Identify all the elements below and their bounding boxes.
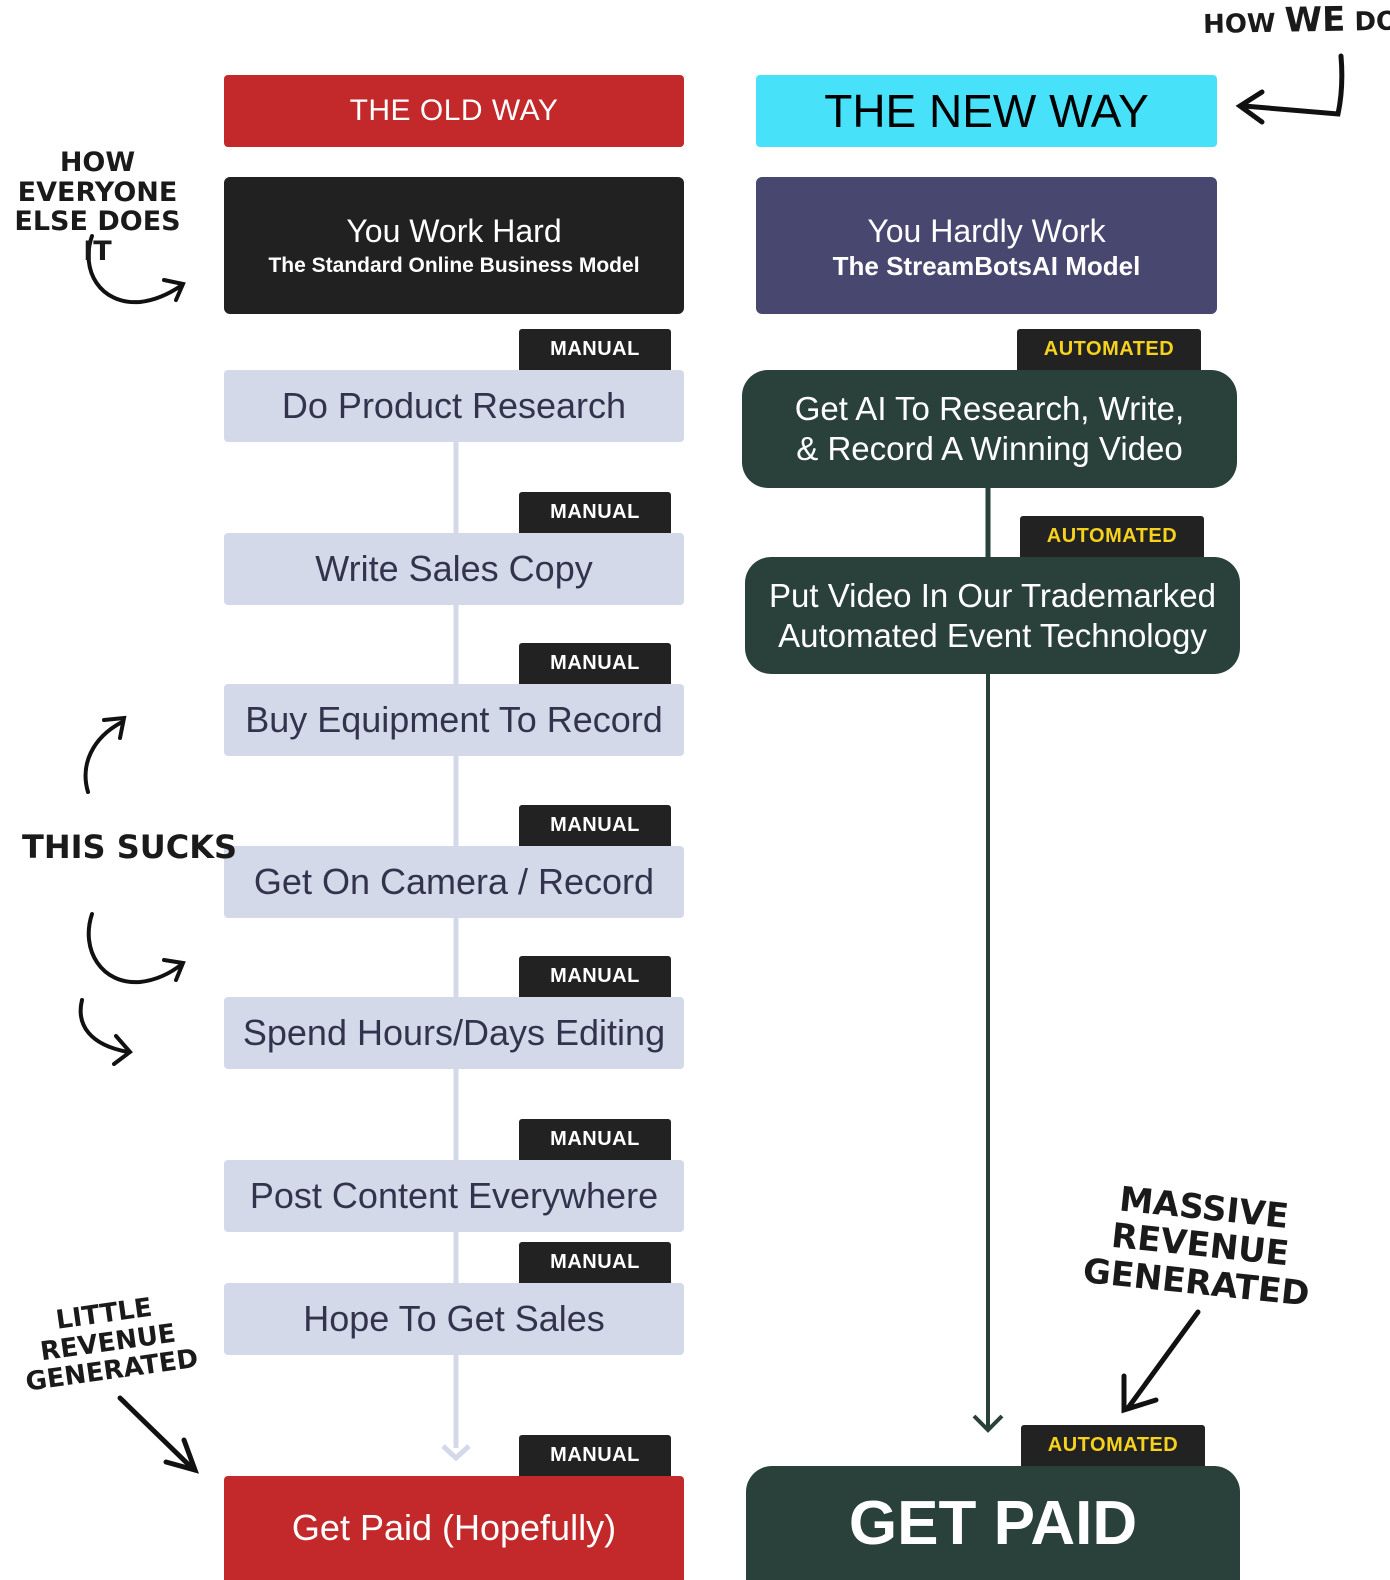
- little-revenue-arrow-icon: [117, 1395, 195, 1471]
- new-model-card: You Hardly Work The StreamBotsAI Model: [756, 177, 1217, 314]
- manual-badge: MANUAL: [519, 492, 671, 533]
- old-model-card: You Work Hard The Standard Online Busine…: [224, 177, 684, 314]
- new-get-paid: GET PAID: [746, 1466, 1240, 1580]
- old-flow-arrowhead: [441, 1444, 471, 1462]
- new-step-event-technology-line1: Put Video In Our Trademarked: [769, 576, 1216, 614]
- how-everyone-line2: ELSE DOES IT: [14, 206, 181, 268]
- old-step-record: Get On Camera / Record: [224, 846, 684, 918]
- new-step-ai-research: Get AI To Research, Write, & Record A Wi…: [742, 370, 1237, 488]
- this-sucks-down-arrow-icon: [86, 912, 184, 985]
- automated-badge: AUTOMATED: [1021, 1425, 1205, 1466]
- old-step-buy-equipment: Buy Equipment To Record: [224, 684, 684, 756]
- old-step-sales-copy: Write Sales Copy: [224, 533, 684, 605]
- manual-badge: MANUAL: [519, 329, 671, 370]
- manual-badge: MANUAL: [519, 1435, 671, 1476]
- old-step-post-content: Post Content Everywhere: [224, 1160, 684, 1232]
- manual-badge: MANUAL: [519, 805, 671, 846]
- this-sucks-note: THIS SUCKS: [22, 828, 238, 866]
- new-way-header: THE NEW WAY: [756, 75, 1217, 147]
- new-step-ai-research-line1: Get AI To Research, Write,: [794, 390, 1185, 427]
- massive-revenue-arrowhead-icon: [1121, 1373, 1159, 1414]
- old-step-product-research: Do Product Research: [224, 370, 684, 442]
- this-sucks-up-arrow-icon: [83, 720, 124, 794]
- how-everyone-line1: HOW EVERYONE: [17, 147, 178, 208]
- this-sucks-small-arrowhead-icon: [112, 1034, 133, 1066]
- automated-badge: AUTOMATED: [1017, 329, 1201, 370]
- new-flow-arrowhead: [972, 1414, 1004, 1433]
- how-we-arrow-icon: [1241, 53, 1345, 117]
- old-step-hope-sales: Hope To Get Sales: [224, 1283, 684, 1355]
- old-step-editing: Spend Hours/Days Editing: [224, 997, 684, 1069]
- new-step-event-technology: Put Video In Our Trademarked Automated E…: [745, 557, 1240, 674]
- manual-badge: MANUAL: [519, 643, 671, 684]
- old-get-paid: Get Paid (Hopefully): [224, 1476, 684, 1580]
- new-model-subtitle: The StreamBotsAI Model: [832, 250, 1141, 281]
- how-we-do-it-note: HOW WE DO IT: [1203, 0, 1390, 41]
- how-we-word-do-it: DO IT: [1354, 6, 1390, 38]
- this-sucks-small-arrow-icon: [78, 998, 130, 1054]
- how-everyone-arrowhead-icon: [162, 278, 186, 302]
- manual-badge: MANUAL: [519, 1119, 671, 1160]
- old-model-title: You Work Hard: [346, 212, 562, 249]
- this-sucks-up-arrowhead-icon: [102, 715, 127, 740]
- automated-badge: AUTOMATED: [1020, 516, 1204, 557]
- new-step-ai-research-line2: & Record A Winning Video: [796, 430, 1183, 467]
- this-sucks-down-arrowhead-icon: [162, 958, 186, 982]
- how-everyone-arrow-icon: [86, 234, 184, 305]
- little-revenue-arrowhead-icon: [163, 1437, 200, 1474]
- manual-badge: MANUAL: [519, 956, 671, 997]
- old-way-header: THE OLD WAY: [224, 75, 684, 147]
- new-step-event-technology-line2: Automated Event Technology: [778, 616, 1207, 654]
- how-we-word-how: HOW: [1202, 8, 1276, 41]
- how-we-arrowhead-icon: [1235, 89, 1265, 125]
- how-we-word-we: WE: [1284, 0, 1346, 41]
- new-model-title: You Hardly Work: [867, 212, 1106, 249]
- old-model-subtitle: The Standard Online Business Model: [268, 253, 640, 277]
- how-everyone-note: HOW EVERYONE ELSE DOES IT: [0, 148, 195, 267]
- manual-badge: MANUAL: [519, 1242, 671, 1283]
- massive-revenue-arrow-icon: [1125, 1309, 1201, 1411]
